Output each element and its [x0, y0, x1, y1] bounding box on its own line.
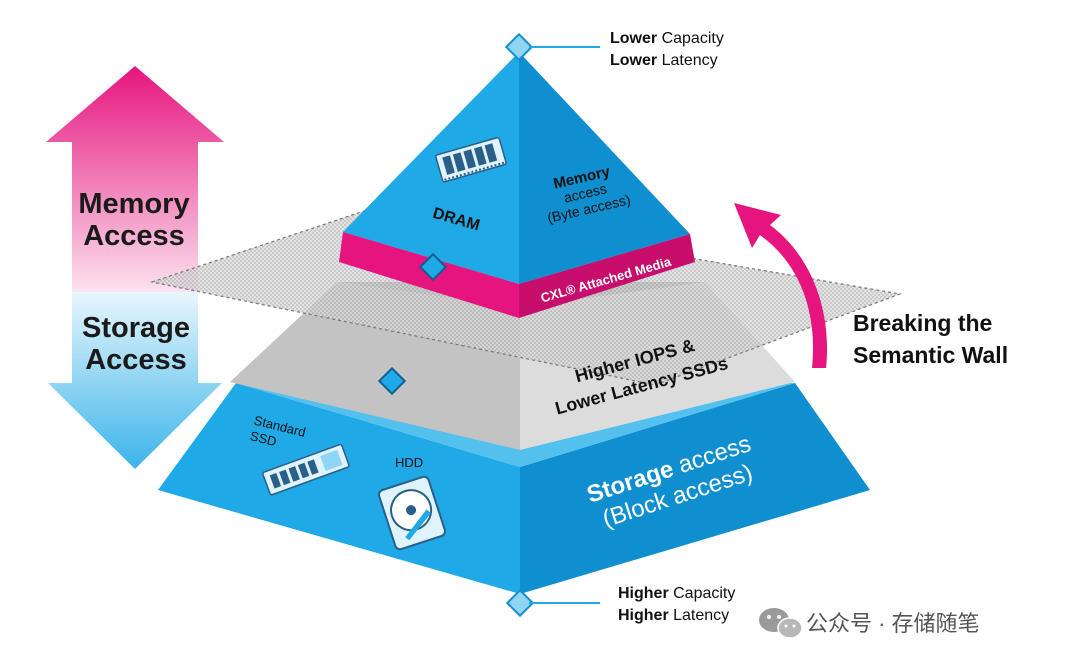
svg-text:Lower Capacity: Lower Capacity [610, 30, 724, 47]
wechat-watermark: 公众号 · 存储随笔 [759, 608, 980, 639]
ssd-diamond [377, 366, 407, 396]
cxl-band-right [519, 234, 695, 318]
storage-access-label-1: Storage [82, 312, 190, 344]
bottom-legend-capacity-bold: Higher [618, 585, 669, 602]
memory-up-arrow [46, 66, 224, 292]
cxl-diamond [418, 252, 448, 282]
bottom-legend-latency: Latency [669, 607, 729, 624]
top-legend-latency: Latency [657, 52, 717, 69]
breaking-label-1: Breaking the [853, 310, 992, 336]
diamond-markers [377, 32, 600, 618]
bottom-legend: Higher Capacity Higher Latency [618, 585, 735, 624]
access-direction-arrow: Memory Access Storage Access [46, 66, 224, 469]
bottom-legend-latency-bold: Higher [618, 607, 669, 624]
bottom-legend-capacity: Capacity [669, 585, 736, 602]
top-diamond [504, 32, 534, 62]
top-legend: Lower Capacity Lower Latency [610, 30, 724, 69]
hdd-drive-icon [377, 475, 447, 551]
hdd-label: HDD [395, 455, 423, 470]
ssd-drive-icon [262, 443, 350, 496]
svg-text:Higher Capacity: Higher Capacity [618, 585, 735, 602]
svg-text:Lower Latency: Lower Latency [610, 52, 718, 69]
curved-up-arrow [734, 203, 828, 368]
dram-module-icon [435, 136, 507, 183]
memory-tier [339, 52, 695, 318]
storage-down-arrow [48, 292, 222, 469]
bottom-diamond [505, 588, 535, 618]
top-legend-latency-bold: Lower [610, 52, 657, 69]
storage-access-label-2: Access [85, 344, 187, 376]
top-legend-capacity: Capacity [657, 30, 724, 47]
svg-text:Higher Latency: Higher Latency [618, 607, 729, 624]
breaking-label-2: Semantic Wall [853, 342, 1008, 368]
breaking-semantic-wall: Breaking the Semantic Wall [734, 203, 1008, 368]
standard-ssd-label-2: SSD [249, 428, 279, 449]
top-legend-capacity-bold: Lower [610, 30, 657, 47]
wechat-icon [759, 608, 803, 639]
memory-access-label-1: Memory [78, 188, 189, 220]
watermark-text: 公众号 · 存储随笔 [806, 611, 980, 636]
memory-access-label-2: Access [83, 220, 185, 252]
